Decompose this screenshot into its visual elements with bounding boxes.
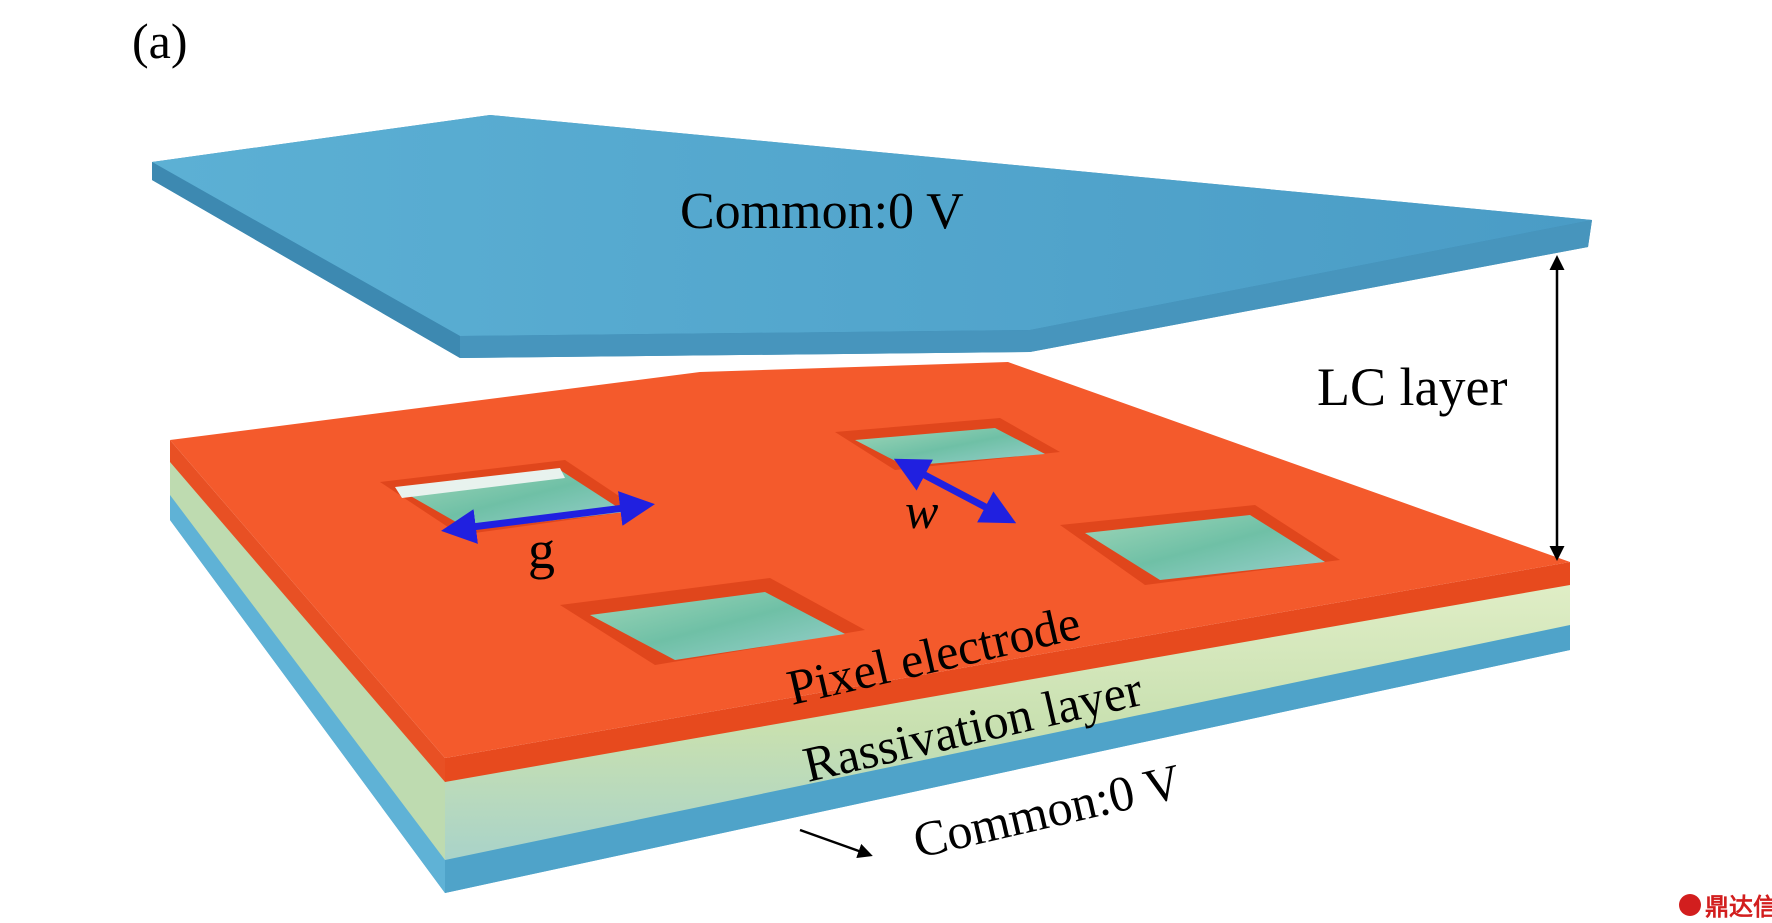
lc-layer-label: LC layer xyxy=(1317,357,1507,417)
top-common-label: Common:0 V xyxy=(680,183,964,240)
width-label: w xyxy=(905,483,938,539)
width-dimension-arrow xyxy=(893,458,1017,524)
top-common-electrode xyxy=(152,115,1592,358)
watermark-icon xyxy=(1679,894,1701,916)
panel-label: (a) xyxy=(132,13,188,69)
gap-label: g xyxy=(528,520,555,580)
electrode-slit-4 xyxy=(560,578,865,665)
electrode-slit-3 xyxy=(1060,505,1340,585)
electrode-slit-2 xyxy=(835,418,1060,470)
passivation-layer xyxy=(170,455,1570,860)
watermark-logo: 鼎达信 xyxy=(1679,893,1772,921)
watermark-text: 鼎达信 xyxy=(1705,893,1772,921)
bottom-common-pointer-arrow xyxy=(799,828,873,859)
gap-dimension-arrow xyxy=(441,491,655,544)
pixel-electrode xyxy=(170,362,1570,782)
